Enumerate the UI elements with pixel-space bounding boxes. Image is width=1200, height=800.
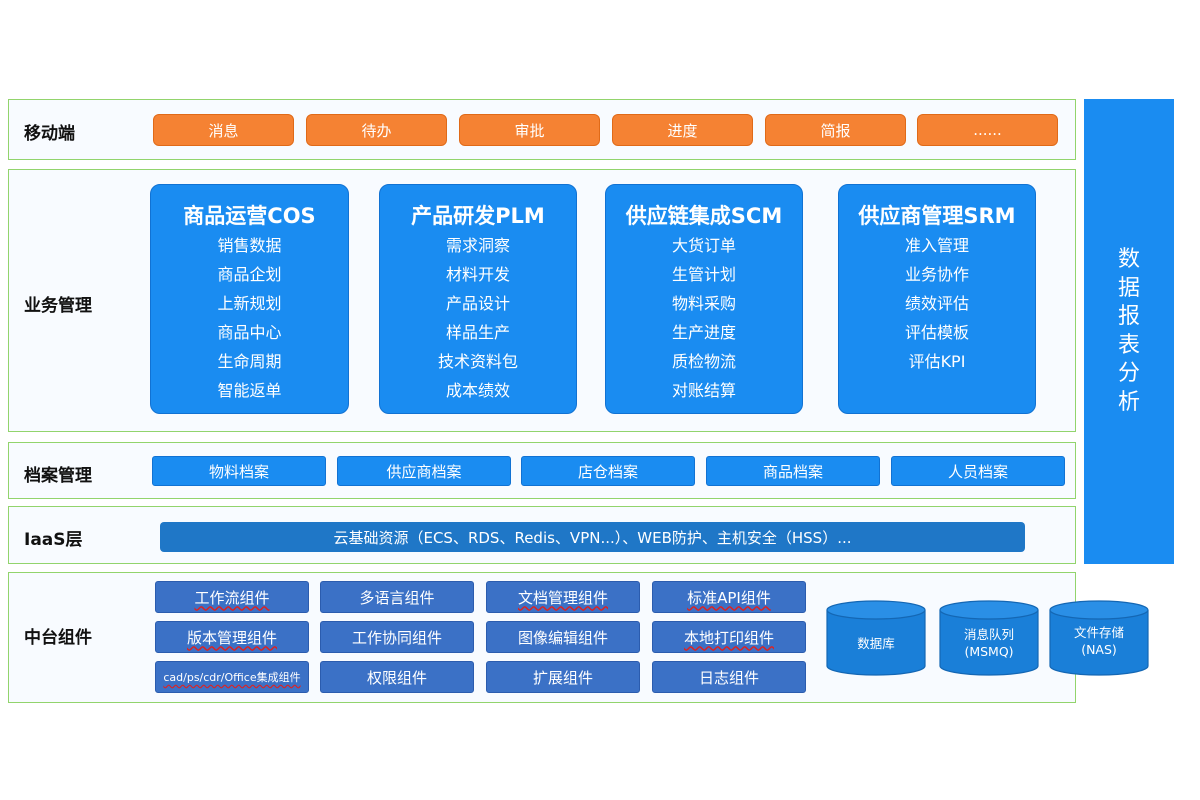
component-docmgmt[interactable]: 文档管理组件: [486, 581, 640, 613]
component-extension[interactable]: 扩展组件: [486, 661, 640, 693]
message-queue-cylinder-icon: [939, 600, 1039, 676]
card-item: 上新规划: [217, 294, 282, 313]
storage-label: 数据库: [857, 636, 895, 651]
card-item: 准入管理: [904, 236, 969, 255]
card-scm[interactable]: 供应链集成SCM 大货订单 生管计划 物料采购 生产进度 质检物流 对账结算: [605, 184, 803, 414]
card-item: 质检物流: [671, 352, 736, 371]
mobile-item-todo[interactable]: 待办: [306, 114, 447, 146]
component-label: 多语言组件: [359, 588, 435, 607]
business-layer-label: 业务管理: [24, 296, 92, 316]
storage-message-queue[interactable]: 消息队列 (MSMQ): [939, 600, 1039, 676]
card-item: 样品生产: [445, 323, 510, 342]
mobile-item-approval[interactable]: 审批: [459, 114, 600, 146]
component-label: 文档管理组件: [517, 588, 608, 607]
storage-sublabel: (NAS): [1081, 642, 1117, 657]
database-cylinder-icon: [826, 600, 926, 676]
data-report-analysis-panel[interactable]: 数据报表分析: [1084, 99, 1174, 564]
card-item: 商品中心: [217, 323, 282, 342]
component-label: 日志组件: [698, 668, 759, 687]
mobile-item-messages[interactable]: 消息: [153, 114, 294, 146]
component-log[interactable]: 日志组件: [652, 661, 806, 693]
iaas-resources-bar[interactable]: 云基础资源（ECS、RDS、Redis、VPN...）、WEB防护、主机安全（H…: [160, 522, 1025, 552]
card-item: 产品设计: [445, 294, 510, 313]
archive-layer-label: 档案管理: [24, 466, 92, 486]
storage-database[interactable]: 数据库: [826, 600, 926, 676]
file-storage-cylinder-icon: [1049, 600, 1149, 676]
archive-material[interactable]: 物料档案: [152, 456, 326, 486]
component-label: 图像编辑组件: [517, 628, 608, 647]
component-label: 权限组件: [366, 668, 427, 687]
component-version[interactable]: 版本管理组件: [155, 621, 309, 653]
component-multilang[interactable]: 多语言组件: [320, 581, 474, 613]
component-image-edit[interactable]: 图像编辑组件: [486, 621, 640, 653]
card-item: 智能返单: [217, 381, 282, 400]
mobile-layer-label: 移动端: [24, 124, 75, 144]
card-item: 物料采购: [671, 294, 736, 313]
card-cos[interactable]: 商品运营COS 销售数据 商品企划 上新规划 商品中心 生命周期 智能返单: [150, 184, 349, 414]
component-collab[interactable]: 工作协同组件: [320, 621, 474, 653]
mobile-item-brief[interactable]: 简报: [765, 114, 906, 146]
side-panel-label: 数据报表分析: [1117, 247, 1140, 415]
card-item: 评估KPI: [908, 352, 966, 371]
component-label: 版本管理组件: [186, 628, 277, 647]
card-item: 绩效评估: [904, 294, 969, 313]
storage-sublabel: (MSMQ): [964, 644, 1014, 659]
card-item: 生产进度: [671, 323, 736, 342]
middle-layer-label: 中台组件: [24, 628, 92, 648]
card-title: 供应链集成SCM: [625, 204, 783, 228]
card-title: 产品研发PLM: [411, 204, 545, 228]
card-title: 商品运营COS: [183, 204, 316, 228]
archive-supplier[interactable]: 供应商档案: [337, 456, 511, 486]
component-label: 工作流组件: [194, 588, 270, 607]
card-item: 成本绩效: [445, 381, 510, 400]
component-standard-api[interactable]: 标准API组件: [652, 581, 806, 613]
archive-store[interactable]: 店仓档案: [521, 456, 695, 486]
card-srm[interactable]: 供应商管理SRM 准入管理 业务协作 绩效评估 评估模板 评估KPI: [838, 184, 1036, 414]
storage-label: 文件存储: [1073, 625, 1124, 640]
component-office-integration[interactable]: cad/ps/cdr/Office集成组件: [155, 661, 309, 693]
mobile-item-more[interactable]: ......: [917, 114, 1058, 146]
card-item: 材料开发: [445, 265, 510, 284]
component-label: 扩展组件: [532, 668, 593, 687]
storage-label: 消息队列: [963, 627, 1014, 642]
mobile-item-progress[interactable]: 进度: [612, 114, 753, 146]
card-item: 生命周期: [217, 352, 282, 371]
component-local-print[interactable]: 本地打印组件: [652, 621, 806, 653]
card-item: 商品企划: [217, 265, 282, 284]
card-item: 评估模板: [904, 323, 969, 342]
archive-product[interactable]: 商品档案: [706, 456, 880, 486]
card-title: 供应商管理SRM: [858, 204, 1016, 228]
card-item: 对账结算: [671, 381, 736, 400]
card-item: 销售数据: [217, 236, 282, 255]
card-plm[interactable]: 产品研发PLM 需求洞察 材料开发 产品设计 样品生产 技术资料包 成本绩效: [379, 184, 577, 414]
component-label: 标准API组件: [687, 588, 771, 607]
card-item: 大货订单: [671, 236, 736, 255]
card-item: 生管计划: [671, 265, 736, 284]
storage-file-nas[interactable]: 文件存储 (NAS): [1049, 600, 1149, 676]
archive-personnel[interactable]: 人员档案: [891, 456, 1065, 486]
card-item: 需求洞察: [445, 236, 510, 255]
component-label: 本地打印组件: [683, 628, 774, 647]
component-label: 工作协同组件: [351, 628, 442, 647]
component-label: cad/ps/cdr/Office集成组件: [163, 671, 301, 684]
iaas-layer-label: IaaS层: [24, 530, 83, 550]
card-item: 业务协作: [904, 265, 969, 284]
card-item: 技术资料包: [437, 352, 518, 371]
component-workflow[interactable]: 工作流组件: [155, 581, 309, 613]
component-permission[interactable]: 权限组件: [320, 661, 474, 693]
